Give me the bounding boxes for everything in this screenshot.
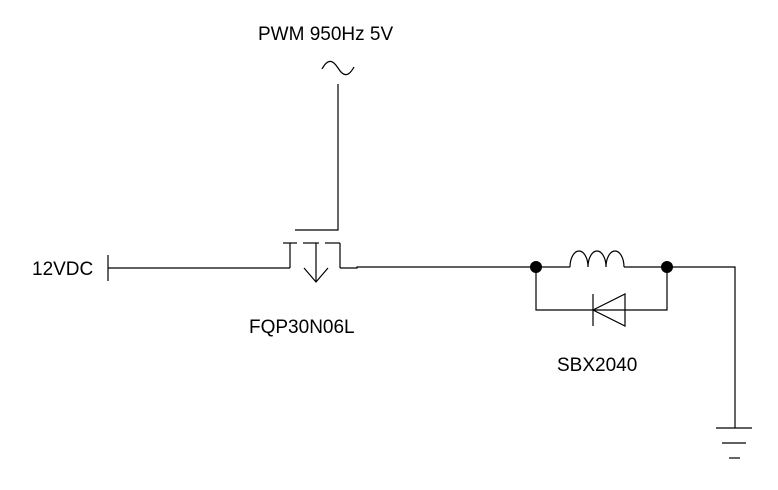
ground-wire — [667, 266, 736, 428]
diode-label: SBX2040 — [557, 355, 637, 376]
supply-label: 12VDC — [32, 259, 93, 280]
mosfet-symbol — [283, 242, 341, 283]
diode-symbol — [591, 293, 626, 327]
inductor-symbol — [536, 250, 667, 268]
ac-source-symbol — [321, 60, 355, 76]
drain-wire — [340, 266, 536, 269]
diode-branch-wire — [535, 267, 668, 311]
pwm-source-label: PWM 950Hz 5V — [258, 24, 393, 45]
mosfet-label: FQP30N06L — [249, 317, 355, 338]
ground-icon — [716, 427, 752, 459]
gate-wire — [295, 84, 339, 231]
